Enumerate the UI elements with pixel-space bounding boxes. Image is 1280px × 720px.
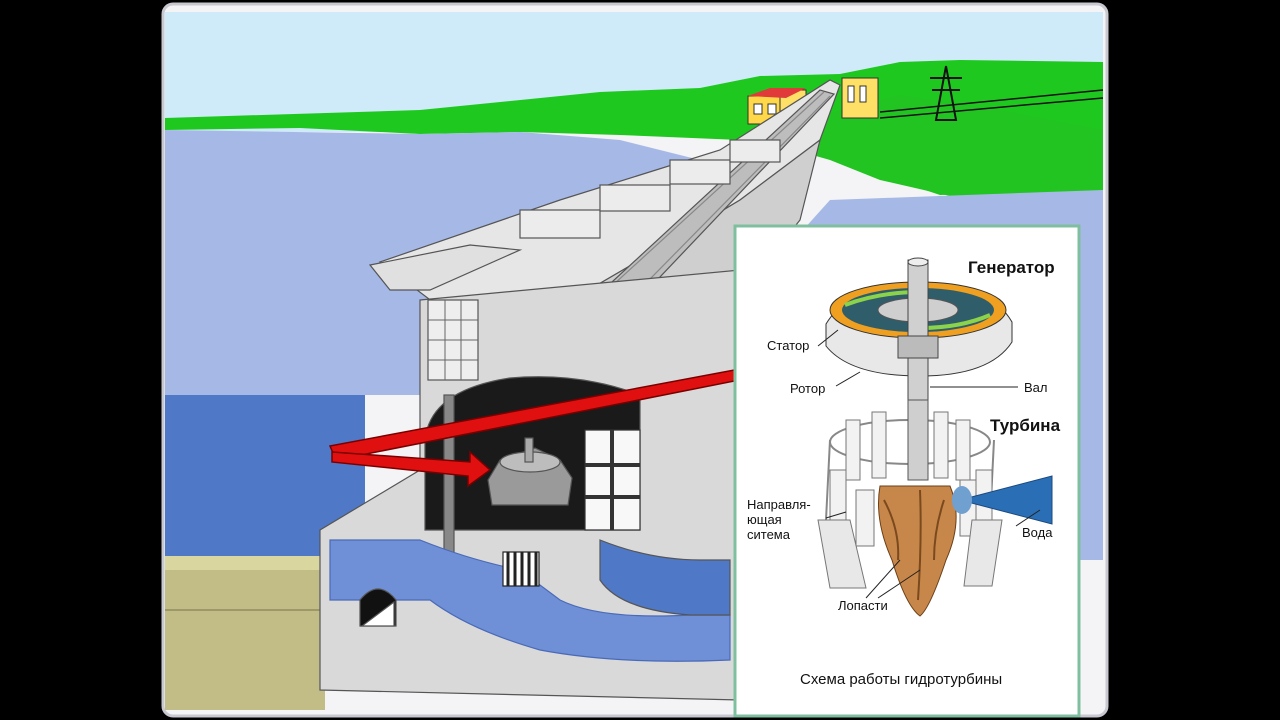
inset-panel: Генератор Статор Ротор Вал Турбина Напра… [733,224,1081,718]
turbine-label: Турбина [990,416,1061,435]
leader-lines [817,329,1041,599]
water-label: Вода [1022,525,1053,540]
inset-caption: Схема работы гидротурбины [800,671,1002,688]
dam [319,79,841,701]
turbine-illustration [817,399,1053,617]
guide-label-line3: ситема [747,527,791,542]
blades-label: Лопасти [838,598,888,613]
substation-building [841,77,879,119]
generator-label: Генератор [968,258,1055,277]
rotor-label: Ротор [790,381,825,396]
stator-label: Статор [767,338,809,353]
generator-illustration [825,257,1013,411]
turbine-runner-icon [502,551,540,587]
guide-label-line1: Направля- [747,497,811,512]
shaft-label: Вал [1024,380,1048,395]
power-tower-icon [930,65,962,121]
guide-label-line2: ющая [747,512,782,527]
